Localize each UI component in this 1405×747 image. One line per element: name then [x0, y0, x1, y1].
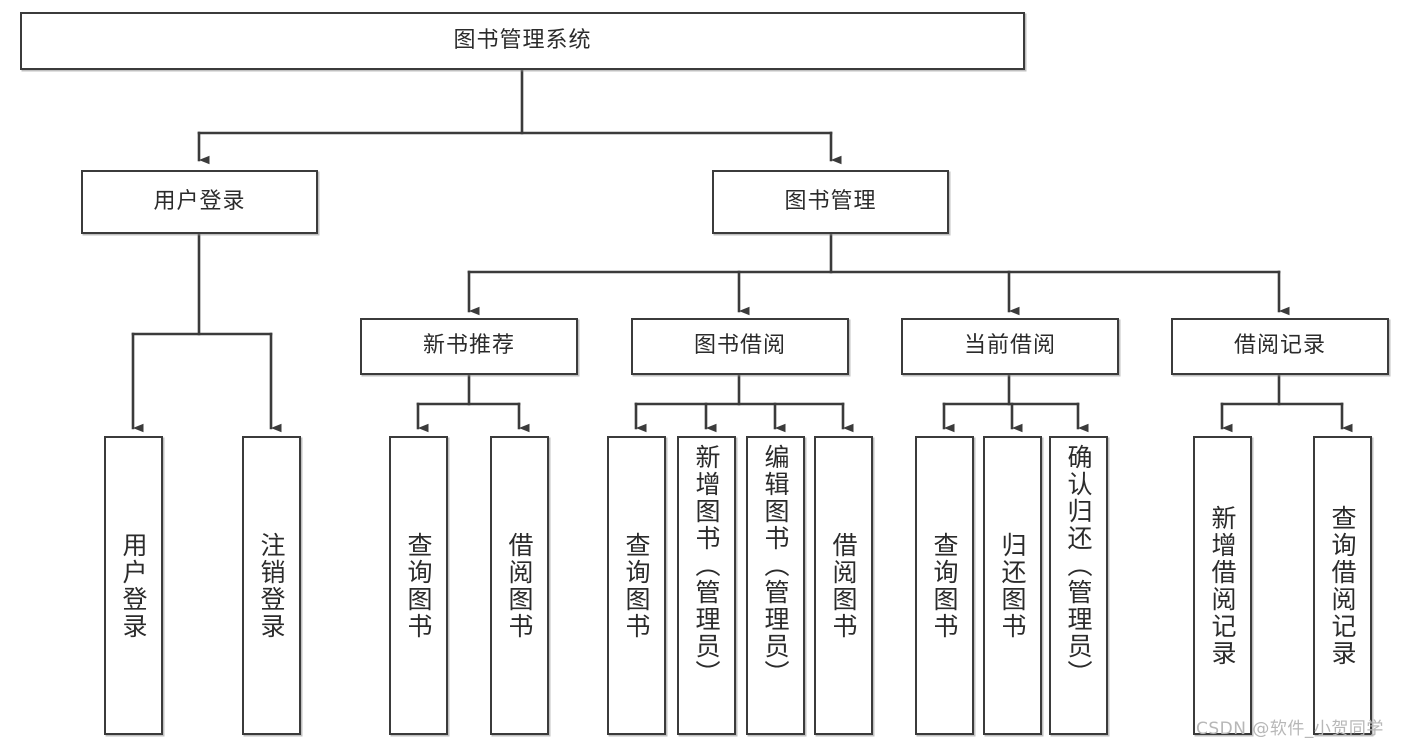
node-borrow-record[interactable]: 借阅记录	[1171, 318, 1389, 375]
node-current-borrow-label: 当前借阅	[963, 333, 1056, 359]
node-leaf-query-record[interactable]: 查询借阅记录	[1313, 436, 1372, 735]
node-leaf-logout-label: 注销登录	[257, 531, 286, 640]
node-new-book-rec[interactable]: 新书推荐	[360, 318, 578, 375]
node-new-book-rec-label: 新书推荐	[422, 333, 515, 359]
node-leaf-add-book-admin[interactable]: 新增图书（管理员）	[677, 436, 736, 735]
node-borrow-record-label: 借阅记录	[1233, 333, 1326, 359]
node-leaf-query-book-2-label: 查询图书	[622, 531, 651, 640]
node-book-manage[interactable]: 图书管理	[712, 170, 949, 234]
node-leaf-return-book[interactable]: 归还图书	[983, 436, 1042, 735]
node-root-label: 图书管理系统	[453, 27, 592, 53]
node-leaf-query-book-1-label: 查询图书	[404, 531, 433, 640]
node-leaf-query-record-label: 查询借阅记录	[1328, 504, 1357, 667]
node-leaf-query-book-3-label: 查询图书	[930, 531, 959, 640]
node-leaf-add-record-label: 新增借阅记录	[1208, 504, 1237, 667]
node-leaf-add-record[interactable]: 新增借阅记录	[1193, 436, 1252, 735]
node-current-borrow[interactable]: 当前借阅	[901, 318, 1119, 375]
node-leaf-borrow-book-1[interactable]: 借阅图书	[490, 436, 549, 735]
node-leaf-confirm-return-admin-label: 确认归还（管理员）	[1064, 444, 1093, 687]
node-leaf-confirm-return-admin[interactable]: 确认归还（管理员）	[1049, 436, 1108, 735]
node-leaf-user-login-label: 用户登录	[119, 531, 148, 640]
node-user-login-label: 用户登录	[153, 188, 246, 214]
node-leaf-borrow-book-2-label: 借阅图书	[829, 531, 858, 640]
node-root[interactable]: 图书管理系统	[20, 12, 1025, 70]
node-leaf-add-book-admin-label: 新增图书（管理员）	[692, 444, 721, 687]
node-leaf-edit-book-admin-label: 编辑图书（管理员）	[761, 444, 790, 687]
node-leaf-edit-book-admin[interactable]: 编辑图书（管理员）	[746, 436, 805, 735]
node-leaf-logout[interactable]: 注销登录	[242, 436, 301, 735]
node-leaf-query-book-3[interactable]: 查询图书	[915, 436, 974, 735]
node-book-borrow-label: 图书借阅	[693, 333, 786, 359]
node-leaf-query-book-2[interactable]: 查询图书	[607, 436, 666, 735]
node-leaf-return-book-label: 归还图书	[998, 531, 1027, 640]
node-user-login[interactable]: 用户登录	[81, 170, 318, 234]
node-leaf-borrow-book-2[interactable]: 借阅图书	[814, 436, 873, 735]
node-leaf-query-book-1[interactable]: 查询图书	[389, 436, 448, 735]
node-book-manage-label: 图书管理	[784, 188, 877, 214]
node-leaf-user-login[interactable]: 用户登录	[104, 436, 163, 735]
node-book-borrow[interactable]: 图书借阅	[631, 318, 849, 375]
node-leaf-borrow-book-1-label: 借阅图书	[505, 531, 534, 640]
